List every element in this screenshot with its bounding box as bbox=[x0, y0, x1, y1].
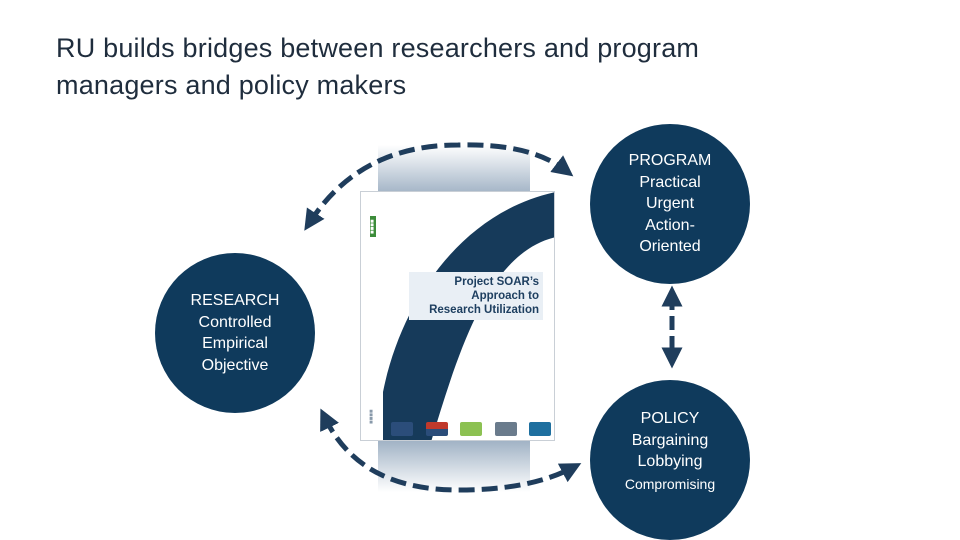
policy-circle: POLICY Bargaining Lobbying Compromising bbox=[590, 380, 750, 540]
program-circle: PROGRAM Practical Urgent Action- Oriente… bbox=[590, 124, 750, 284]
program-line-2: Practical bbox=[639, 173, 701, 191]
arrow-research-program bbox=[304, 142, 574, 231]
slide-title-line-2: managers and policy makers bbox=[56, 70, 407, 100]
research-circle: RESEARCH Controlled Empirical Objective bbox=[155, 253, 315, 413]
program-line-4: Action- bbox=[645, 216, 695, 234]
arrow-research-policy bbox=[320, 408, 582, 493]
program-line-5: Oriented bbox=[639, 238, 701, 255]
cover-title-line-3: Research Utilization bbox=[429, 304, 539, 316]
policy-line-1: POLICY bbox=[640, 410, 700, 427]
research-line-2: Controlled bbox=[198, 313, 272, 331]
policy-line-2: Bargaining bbox=[631, 431, 709, 449]
cover-title-line-2: Approach to bbox=[471, 290, 539, 302]
program-line-3: Urgent bbox=[645, 195, 695, 212]
research-line-4: Objective bbox=[201, 356, 269, 374]
research-line-1: RESEARCH bbox=[190, 292, 280, 309]
policy-line-3: Lobbying bbox=[637, 453, 703, 470]
cover-title-line-1: Project SOAR’s bbox=[454, 276, 539, 288]
report-cover: ■■■■ ■■■■ Project SOAR’s Approach to Res… bbox=[360, 191, 555, 441]
cover-title: Project SOAR’s Approach to Research Util… bbox=[409, 272, 543, 320]
slide-title-line-1: RU builds bridges between researchers an… bbox=[56, 33, 700, 63]
program-line-1: PROGRAM bbox=[628, 152, 712, 169]
slide-title: RU builds bridges between researchers an… bbox=[56, 30, 916, 104]
research-line-3: Empirical bbox=[202, 335, 268, 352]
policy-line-4: Compromising bbox=[624, 475, 716, 492]
